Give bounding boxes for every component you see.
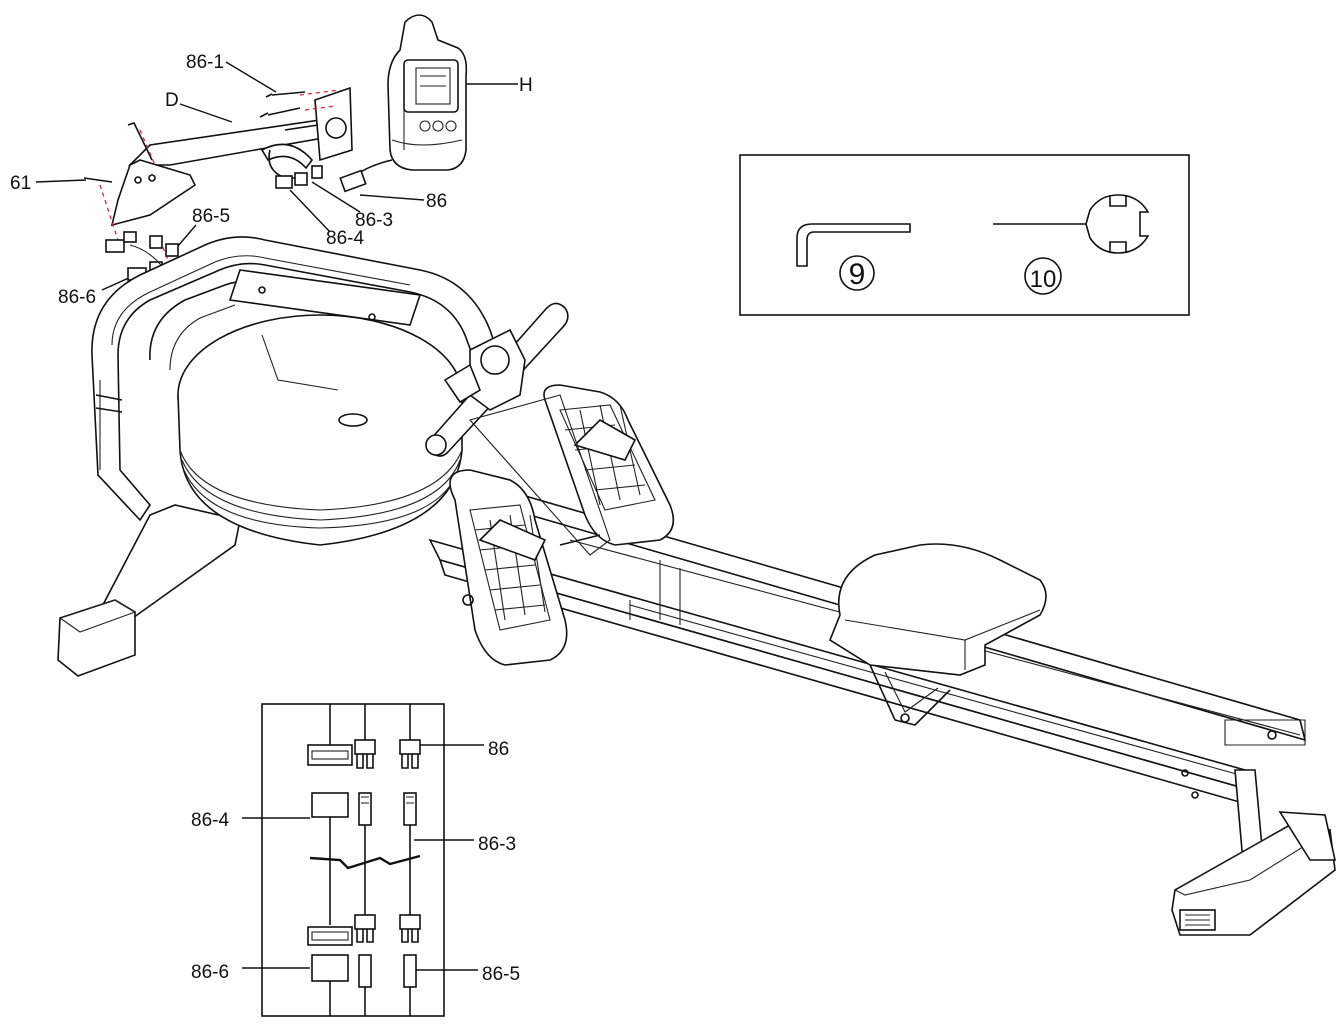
handle-bar	[425, 302, 569, 457]
console-plug	[339, 169, 367, 193]
connector-inset: 86 86-4 86-3 86-6 86-5	[191, 703, 520, 1017]
seat	[829, 543, 1047, 726]
water-tank	[177, 314, 463, 546]
label-86-4-top: 86-4	[326, 228, 364, 249]
label-86-6-top: 86-6	[58, 287, 96, 308]
inset-label-86: 86	[488, 739, 509, 760]
front-foot-cap	[57, 599, 136, 677]
label-H: H	[519, 75, 533, 96]
console-bracket	[110, 86, 353, 227]
top-cover	[228, 269, 422, 326]
console-monitor	[387, 14, 468, 171]
allen-wrench-icon	[796, 223, 911, 267]
label-86-1: 86-1	[186, 52, 224, 73]
label-D: D	[165, 90, 179, 111]
tool-10-number: 10	[1030, 266, 1057, 293]
inset-label-86-3: 86-3	[478, 834, 516, 855]
rear-stabilizer	[1171, 769, 1336, 936]
inset-label-86-6: 86-6	[191, 962, 229, 983]
inset-label-86-5: 86-5	[482, 964, 520, 985]
wire-break-line	[309, 854, 421, 870]
tool-10-circle	[1024, 257, 1062, 295]
connector-86-plug	[399, 739, 421, 769]
connector-86-3-plug	[354, 739, 376, 769]
tools-box-frame	[739, 154, 1190, 316]
tools-box: 9 10	[739, 154, 1190, 316]
footrest-left	[449, 469, 568, 666]
footrest-right	[543, 384, 675, 546]
connector-inset-frame	[261, 703, 445, 1017]
label-86-top: 86	[426, 191, 447, 212]
connector-86-4-plug	[307, 744, 353, 766]
label-61: 61	[10, 173, 31, 194]
tool-9-circle	[839, 255, 875, 291]
label-86-5-top: 86-5	[192, 206, 230, 227]
tool-9-number: 9	[849, 258, 866, 291]
bolt-set	[83, 91, 319, 183]
label-86-3-top: 86-3	[355, 210, 393, 231]
rowing-machine	[57, 236, 1336, 936]
inset-label-86-4: 86-4	[191, 810, 229, 831]
spanner-tool-icon	[993, 194, 1150, 254]
